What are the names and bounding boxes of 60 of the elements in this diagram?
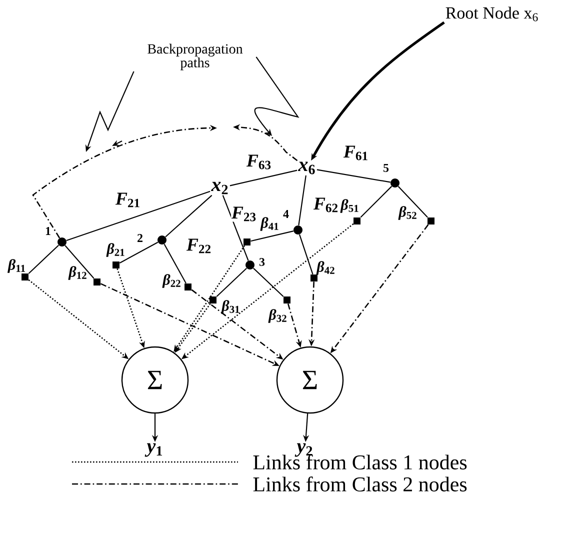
- branch-line: [28, 244, 59, 274]
- weight-label: β$_{21}$: [106, 243, 124, 257]
- branch-line: [165, 194, 212, 238]
- weight-label: β$_{42}$: [316, 261, 334, 275]
- edge-label: F$_{23}$: [230, 206, 258, 222]
- branch-line: [250, 230, 294, 242]
- tree-dot: [158, 236, 166, 244]
- tree-dot: [246, 260, 254, 270]
- leaf-square: [94, 278, 100, 286]
- weight-label: β$_{51}$: [340, 199, 358, 213]
- tree-dot: [58, 238, 66, 246]
- branch-line: [360, 186, 392, 218]
- branch-line: [216, 268, 247, 297]
- leaf-square: [354, 218, 360, 224]
- leaf-square: [184, 284, 192, 290]
- leaf-square: [22, 274, 28, 280]
- branch-line: [222, 195, 249, 261]
- node-label: x$_{6}$: [298, 162, 315, 174]
- branch-line: [164, 244, 186, 284]
- node-number: 4: [283, 210, 289, 218]
- node-number: 3: [259, 258, 265, 266]
- edge-label: F$_{63}$: [246, 154, 272, 170]
- tree-dot: [390, 178, 400, 188]
- branch-line: [119, 242, 158, 264]
- leaf-square: [210, 296, 216, 304]
- node-number: 2: [138, 234, 142, 242]
- leaf-square: [244, 238, 250, 246]
- node-number: 5: [384, 164, 389, 172]
- legend-text: Links from Class 2 nodes: [253, 476, 467, 492]
- branch-line: [298, 175, 306, 226]
- branch-line: [398, 186, 428, 218]
- leaf-square: [428, 218, 434, 224]
- edge-label: F$_{62}$: [312, 197, 340, 213]
- callout-text: Root Node x$_{6}$: [446, 6, 538, 22]
- edge-label: F$_{61}$: [342, 145, 370, 161]
- branch-line: [298, 234, 314, 274]
- output-label: y$_{1}$: [144, 443, 162, 457]
- node-label: x$_{2}$: [211, 182, 228, 194]
- tree-dot: [294, 226, 302, 234]
- branch-line: [253, 268, 284, 297]
- weight-label: β$_{11}$: [8, 259, 26, 273]
- weight-label: β$_{31}$: [221, 300, 240, 314]
- weight-label: β$_{12}$: [68, 266, 86, 280]
- edge-label: F$_{22}$: [186, 238, 212, 254]
- leaf-square: [310, 274, 318, 282]
- weight-label: β$_{32}$: [268, 309, 286, 323]
- weight-label: β$_{22}$: [162, 274, 180, 288]
- legend-text: Links from Class 1 nodes: [253, 454, 467, 470]
- leaf-square: [284, 296, 290, 304]
- weight-label: β$_{52}$: [398, 206, 416, 220]
- leaf-square: [112, 262, 120, 268]
- branch-line: [316, 169, 390, 183]
- branch-line: [64, 245, 94, 279]
- callout-text: Backpropagation paths: [148, 44, 243, 70]
- weight-label: β$_{41}$: [260, 217, 278, 231]
- edge-label: F$_{21}$: [114, 192, 142, 208]
- node-number: 1: [46, 227, 50, 235]
- output-label: y$_{2}$: [294, 443, 312, 457]
- branch-line: [66, 190, 210, 241]
- branch-line: [230, 170, 298, 186]
